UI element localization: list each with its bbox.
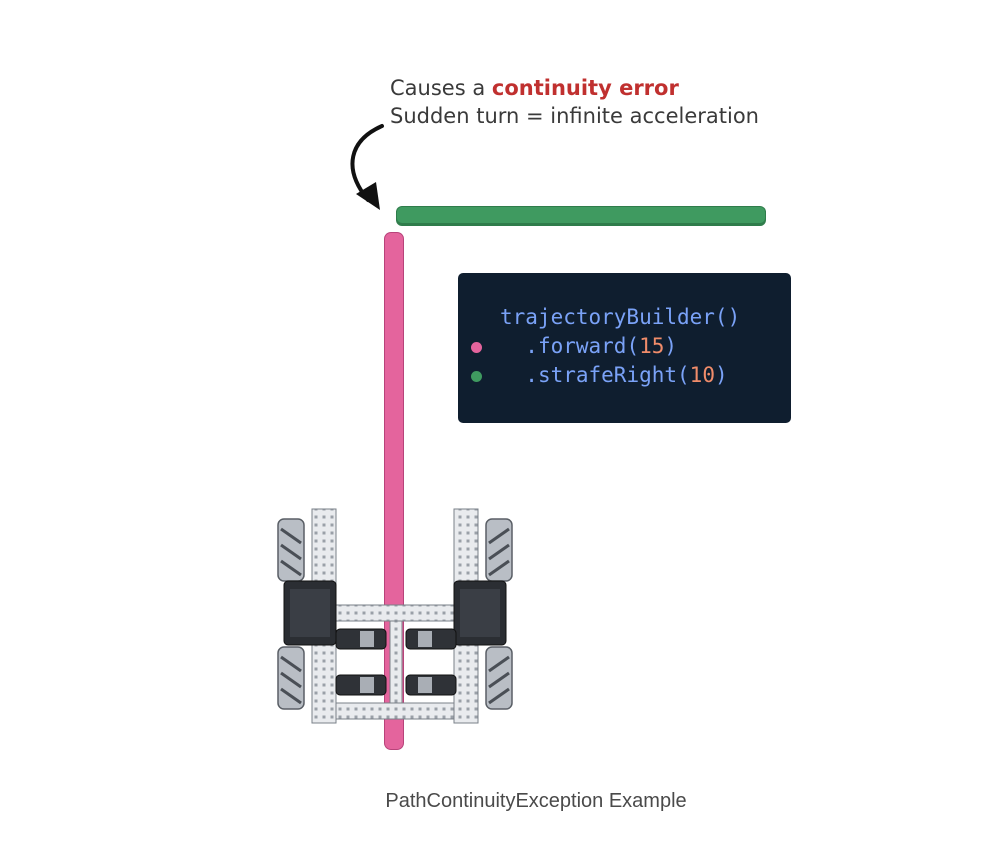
code-forward-arg: 15 (639, 334, 665, 358)
code-forward-method: .forward( (525, 334, 640, 358)
continuity-annotation: Causes a continuity error Sudden turn = … (390, 74, 759, 130)
code-strafe-method: .strafeRight( (525, 363, 690, 387)
code-line-strafe: .strafeRight(10) (471, 361, 791, 390)
code-block: trajectoryBuilder() .forward(15) .strafe… (458, 273, 791, 423)
figure-caption: PathContinuityException Example (385, 790, 687, 812)
code-line-builder: trajectoryBuilder() (500, 303, 791, 332)
code-strafe-arg: 10 (689, 363, 715, 387)
strafe-right-path (397, 207, 765, 225)
annotation-prefix: Causes a (390, 76, 492, 100)
robot-chassis-image (277, 508, 513, 724)
annotation-line-2: Sudden turn = infinite acceleration (390, 104, 759, 128)
code-builder-text: trajectoryBuilder() (500, 305, 741, 329)
forward-marker-dot (471, 342, 482, 353)
continuity-error-highlight: continuity error (491, 76, 679, 100)
code-strafe-close: ) (714, 363, 728, 387)
curved-arrow-icon (350, 124, 384, 210)
code-line-forward: .forward(15) (471, 332, 791, 361)
strafe-marker-dot (471, 371, 482, 382)
annotation-line-1: Causes a continuity error (390, 74, 759, 102)
code-forward-close: ) (664, 334, 678, 358)
